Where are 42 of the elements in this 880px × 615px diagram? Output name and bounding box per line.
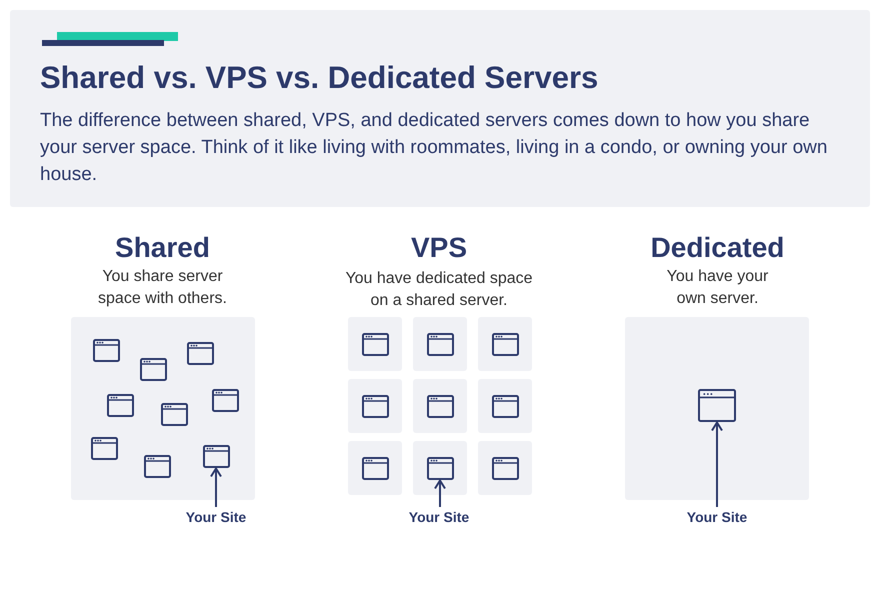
arrow [434,480,446,507]
column-heading: Dedicated [650,232,784,264]
browser-window-icon [698,388,736,422]
server-tile [348,441,402,495]
browser-window-icon [90,436,118,460]
browser-window-icon [492,332,518,356]
browser-window-icon [160,402,188,426]
browser-window-icon [426,332,454,356]
server-tile [478,379,532,433]
column-subtitle: You share server space with others. [97,267,228,309]
browser-window-icon [212,388,238,412]
browser-window-icon [362,394,388,418]
server-tile [348,379,402,433]
title: Shared vs. VPS vs. Dedicated Servers [40,60,598,96]
browser-window-icon [426,394,454,418]
site-label: Your Site [677,509,757,525]
column-subtitle: You have your own server. [666,267,770,309]
browser-window-icon [362,456,388,480]
browser-window-icon [106,394,134,416]
server-tile [348,317,402,371]
arrow [210,468,222,507]
column-subtitle: You have dedicated space on a shared server. [345,269,533,311]
browser-window-icon [92,338,120,362]
browser-window-icon [362,332,388,356]
server-tile [413,441,467,495]
browser-window-icon [492,456,518,480]
description: The difference between shared, VPS, and dedicated servers comes down to how you share your server space. Think of it like living with roommates, living in a condo, or owning your own house. [40,109,828,187]
browser-window-icon [140,358,166,380]
site-label: Your Site [176,509,256,525]
column-heading: VPS [410,232,468,264]
browser-window-icon [426,456,454,480]
browser-window-icon [202,444,230,468]
site-label: Your Site [399,509,479,525]
browser-window-icon [144,454,170,478]
browser-window-icon [492,394,518,418]
server-tile [478,317,532,371]
arrow [711,422,723,507]
server-tile [413,379,467,433]
server-tile [478,441,532,495]
column-heading: Shared [115,232,210,264]
browser-window-icon [186,342,214,364]
server-tile [413,317,467,371]
